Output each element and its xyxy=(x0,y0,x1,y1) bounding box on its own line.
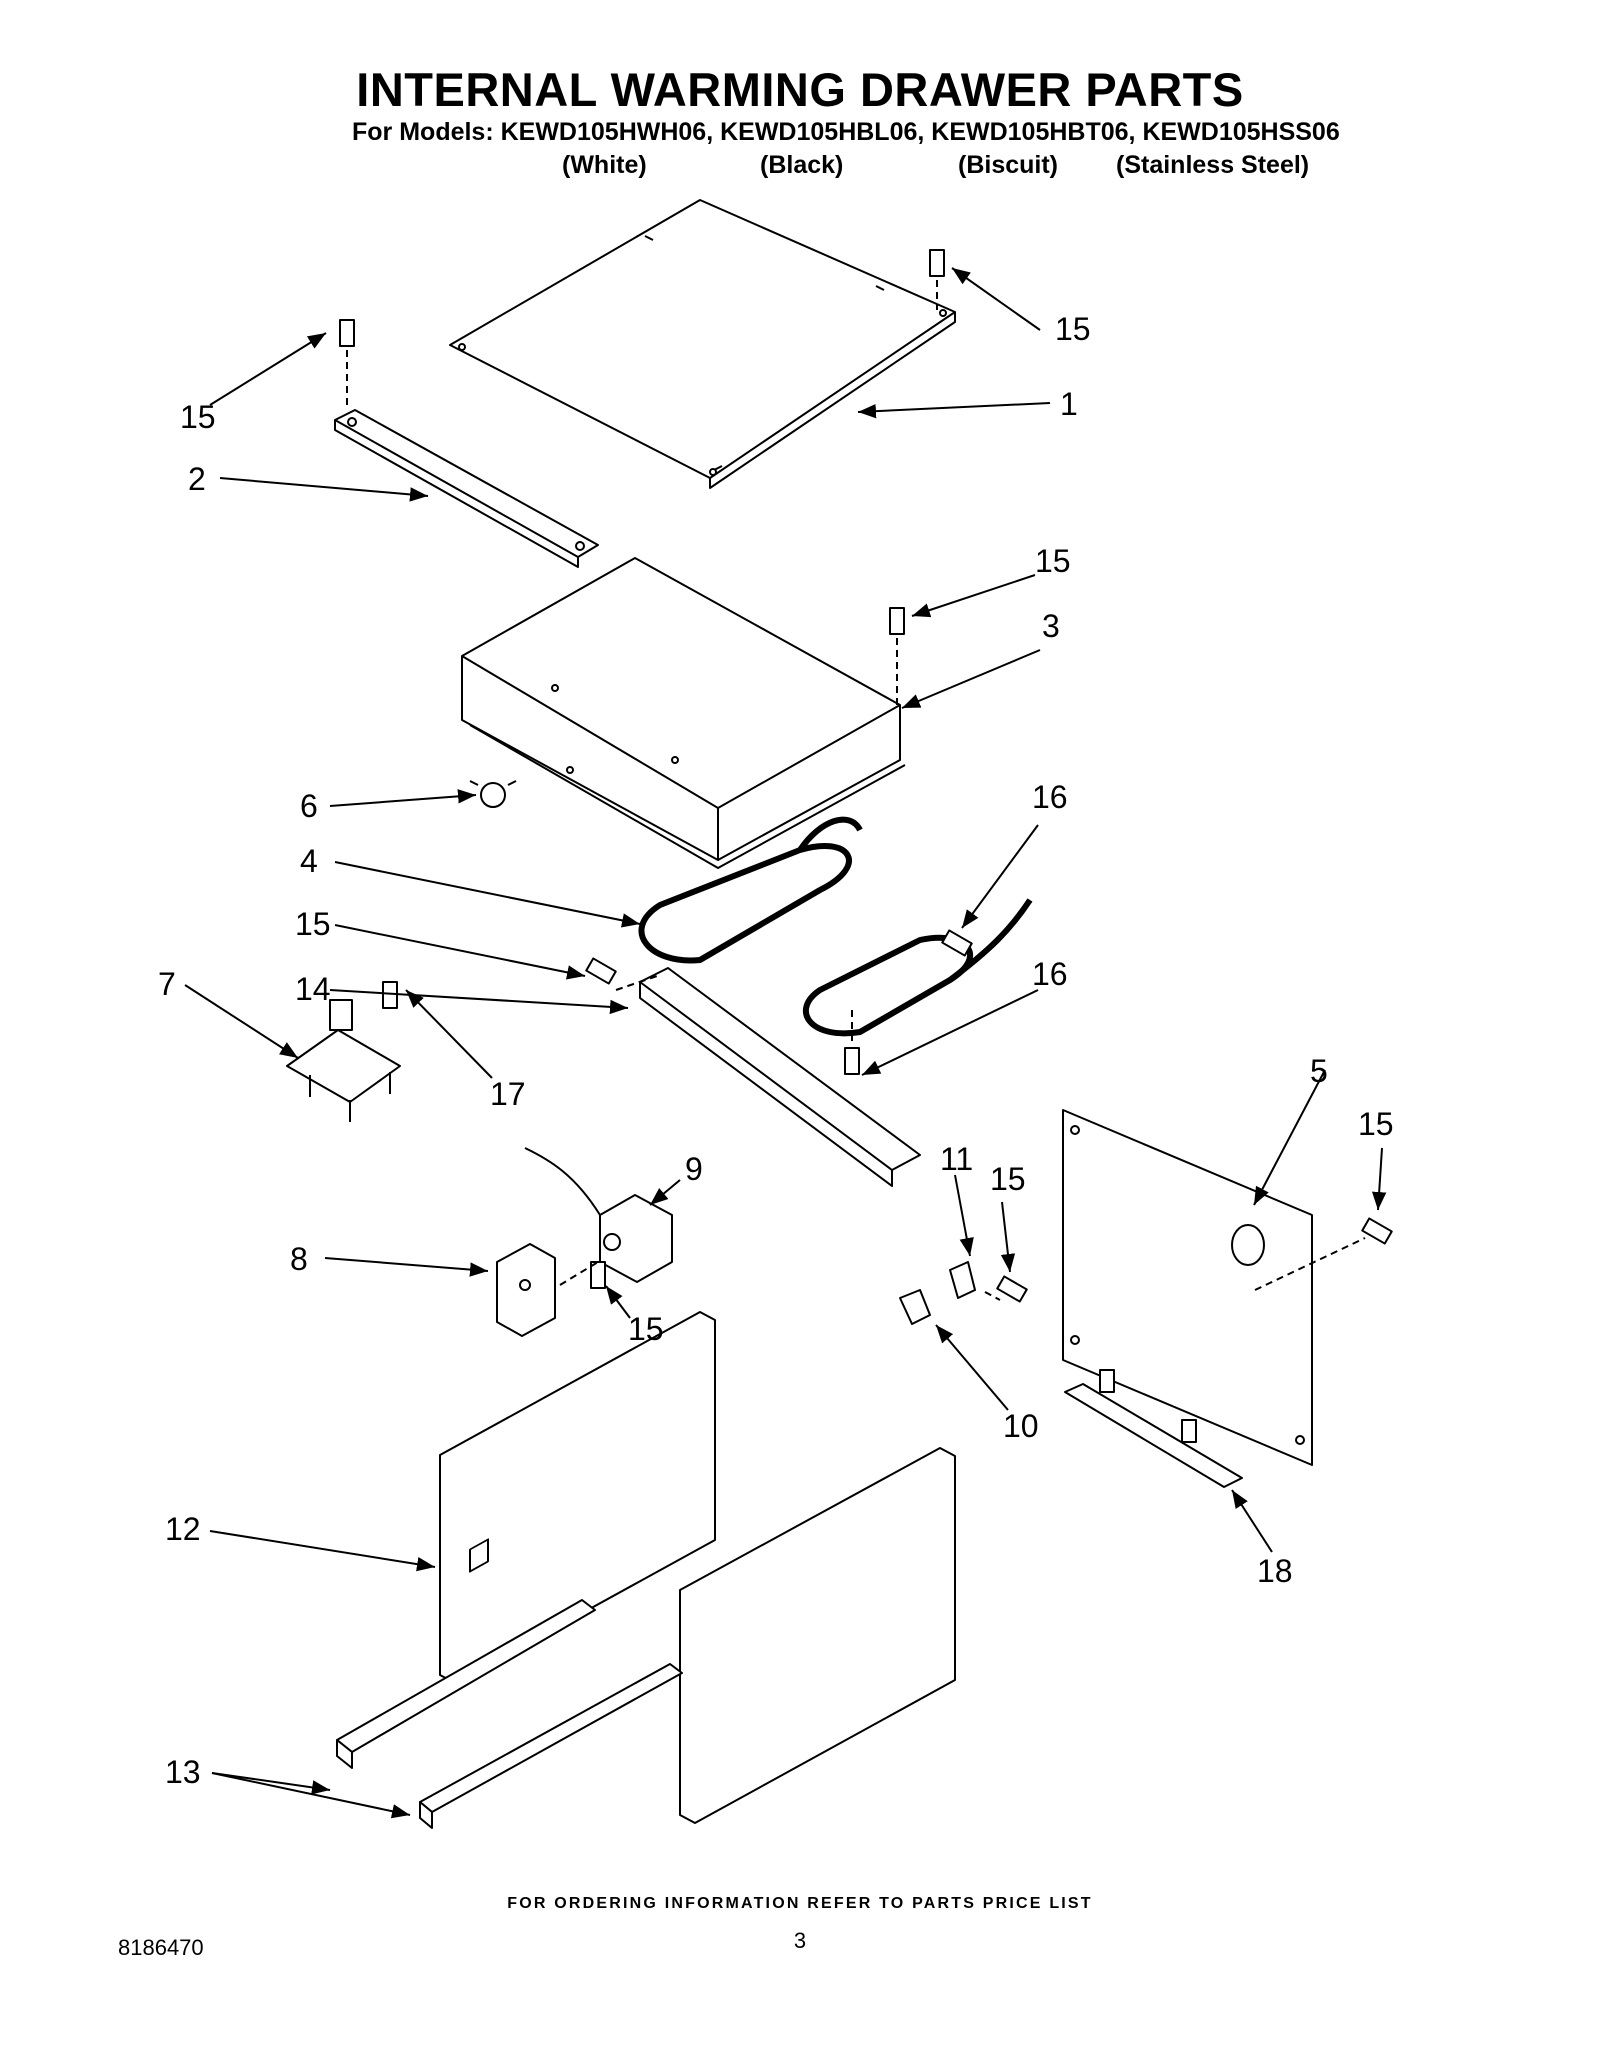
callout-16: 16 xyxy=(1032,956,1068,992)
callout-18: 18 xyxy=(1257,1553,1293,1589)
ordering-note: FOR ORDERING INFORMATION REFER TO PARTS … xyxy=(507,1895,1093,1912)
callout-15: 15 xyxy=(990,1161,1026,1197)
part-clip xyxy=(899,1289,931,1325)
part-rear-channel xyxy=(334,409,599,568)
callout-6: 6 xyxy=(300,788,318,824)
part-control-board xyxy=(286,999,401,1122)
color-white: (White) xyxy=(562,151,647,179)
callout-9: 9 xyxy=(685,1151,703,1187)
callout-15: 15 xyxy=(295,906,331,942)
models-line: For Models: KEWD105HWH06, KEWD105HBL06, … xyxy=(352,118,1340,146)
part-element-channel xyxy=(639,967,921,1187)
callout-15: 15 xyxy=(628,1311,664,1347)
callout-11: 11 xyxy=(940,1141,973,1177)
callout-15: 15 xyxy=(180,399,216,435)
callout-2: 2 xyxy=(188,461,206,497)
part-thermal-cutoff xyxy=(469,780,517,808)
callout-7: 7 xyxy=(158,966,176,1002)
part-heater-pan xyxy=(461,557,906,869)
part-thermostat xyxy=(524,1147,673,1283)
color-stainless-steel: (Stainless Steel) xyxy=(1116,151,1310,179)
callout-15: 15 xyxy=(1055,311,1091,347)
screws xyxy=(339,249,1393,1303)
callout-15: 15 xyxy=(1035,543,1071,579)
document-number: 8186470 xyxy=(118,1935,204,1960)
callout-12: 12 xyxy=(165,1511,201,1547)
assembly-lines xyxy=(346,280,1366,1301)
page-title: INTERNAL WARMING DRAWER PARTS xyxy=(356,63,1244,116)
color-biscuit: (Biscuit) xyxy=(958,151,1058,179)
callout-10: 10 xyxy=(1003,1408,1039,1444)
leader-lines xyxy=(184,267,1387,1819)
callout-4: 4 xyxy=(300,843,318,879)
callout-5: 5 xyxy=(1310,1053,1328,1089)
page-number: 3 xyxy=(793,1928,807,1953)
part-frame-left xyxy=(439,1311,716,1684)
color-black: (Black) xyxy=(760,151,844,179)
callout-3: 3 xyxy=(1042,608,1060,644)
callout-8: 8 xyxy=(290,1241,308,1277)
callout-1: 1 xyxy=(1060,386,1078,422)
part-top-cover-panel xyxy=(449,199,956,489)
callout-15: 15 xyxy=(1358,1106,1394,1142)
callout-17: 17 xyxy=(490,1076,526,1112)
part-side-panel xyxy=(1062,1109,1313,1466)
part-frame-right xyxy=(679,1447,956,1824)
callout-16: 16 xyxy=(1032,779,1068,815)
callout-14: 14 xyxy=(295,971,331,1007)
callout-13: 13 xyxy=(165,1754,201,1790)
part-panel-bracket xyxy=(1064,1369,1243,1488)
part-switch-bracket xyxy=(949,1261,976,1299)
part-thermostat-bracket xyxy=(496,1243,556,1337)
part-drawer-slides xyxy=(336,1599,683,1829)
